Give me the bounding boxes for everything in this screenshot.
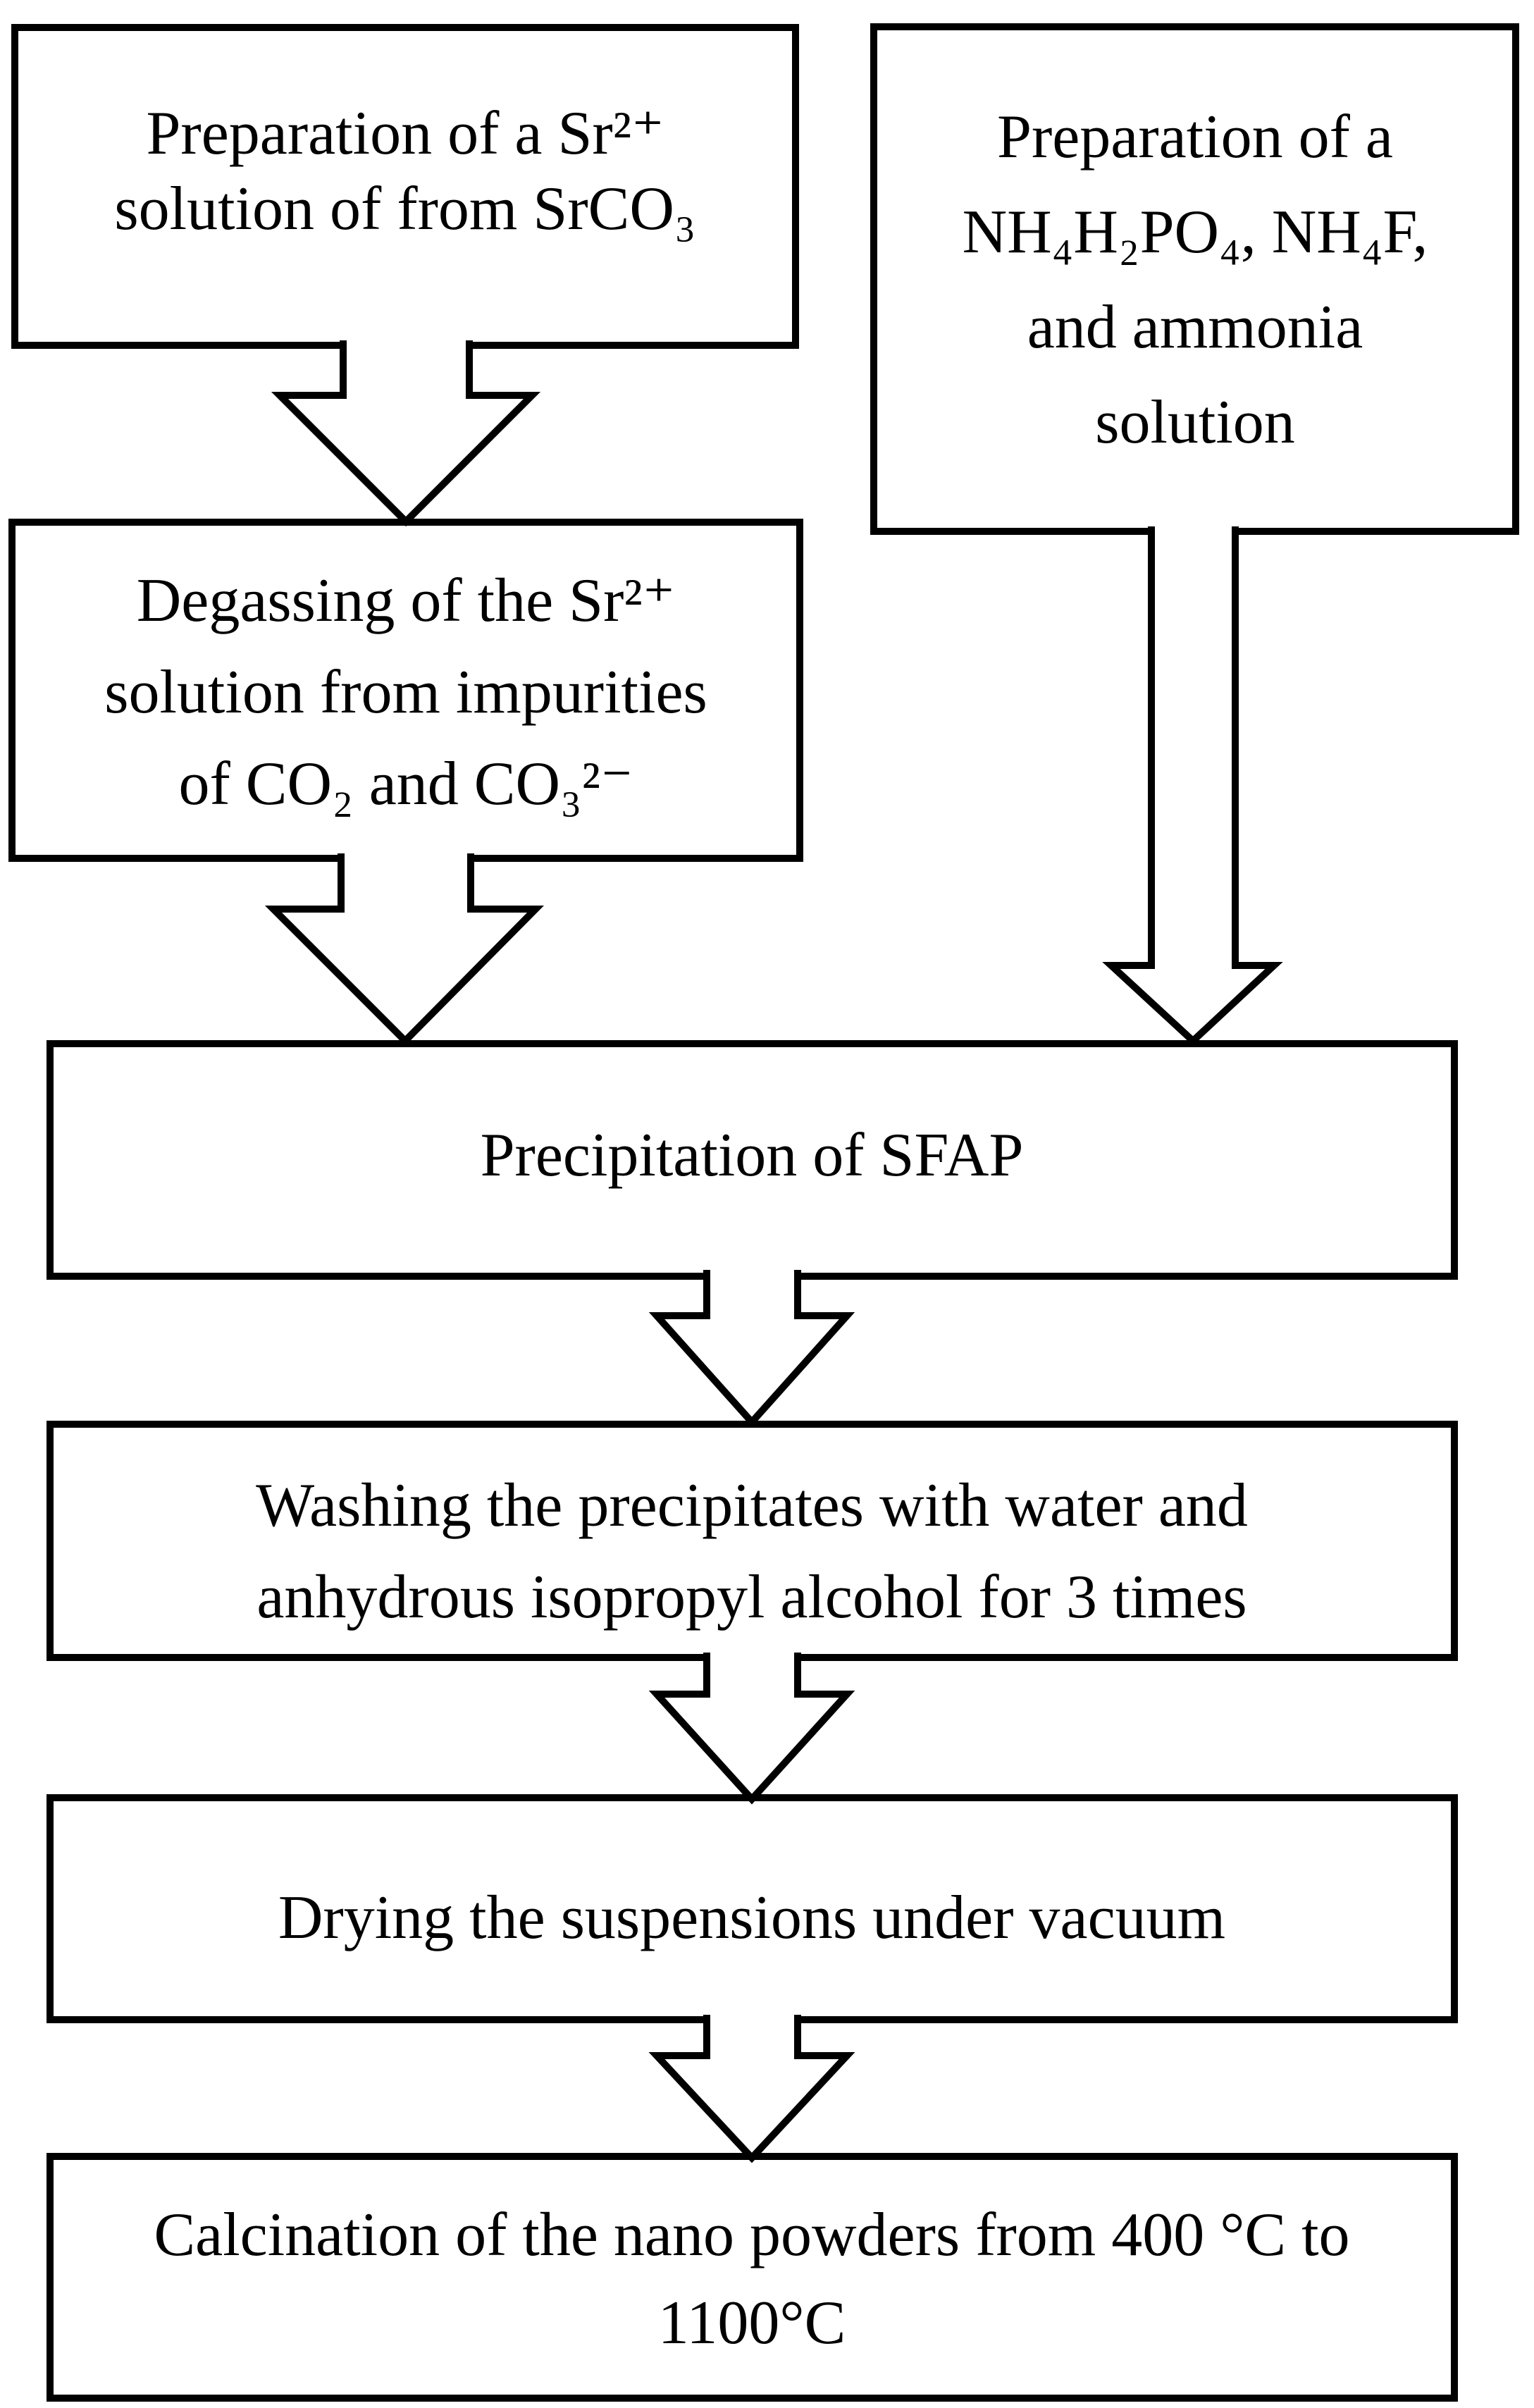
washing-label-line2: anhydrous isopropyl alcohol for 3 times xyxy=(256,1563,1247,1631)
arrow-drying-to-calcination xyxy=(648,2015,855,2163)
prep-phosphate-label-line1: Preparation of a xyxy=(997,103,1393,171)
prep-phosphate-label-line3: and ammonia xyxy=(1027,293,1363,362)
arrow-degassing-to-precipitation xyxy=(264,853,544,1046)
prep-sr-box xyxy=(11,24,799,349)
degassing-label-line3: of CO₂ and CO₃²⁻ xyxy=(178,750,633,818)
prep-phosphate-box xyxy=(870,23,1519,535)
precipitation-label: Precipitation of SFAP xyxy=(481,1121,1024,1190)
drying-label: Drying the suspensions under vacuum xyxy=(278,1884,1225,1952)
degassing-box xyxy=(8,519,803,862)
prep-phosphate-label-line4: solution xyxy=(1095,388,1295,457)
degassing-label-line2: solution from impurities xyxy=(104,658,707,727)
washing-label-line1: Washing the precipitates with water and xyxy=(256,1471,1248,1540)
calcination-label-line1: Calcination of the nano powders from 400… xyxy=(154,2201,1349,2269)
arrow-washing-to-drying xyxy=(648,1653,855,1805)
prep-sr-label-line2: solution of from SrCO₃ xyxy=(114,175,695,243)
arrow-precipitation-to-washing xyxy=(648,1270,855,1428)
prep-sr-label-line1: Preparation of a Sr²⁺ xyxy=(146,99,664,168)
arrow-prep-sr-to-degassing xyxy=(271,340,541,527)
arrow-prep-phosphate-to-precipitation xyxy=(1102,526,1283,1046)
calcination-box xyxy=(47,2153,1458,2402)
degassing-label-line1: Degassing of the Sr²⁺ xyxy=(137,567,676,635)
calcination-label-line2: 1100°C xyxy=(658,2289,846,2357)
prep-phosphate-label-line2: NH₄H₂PO₄, NH₄F, xyxy=(963,198,1428,266)
